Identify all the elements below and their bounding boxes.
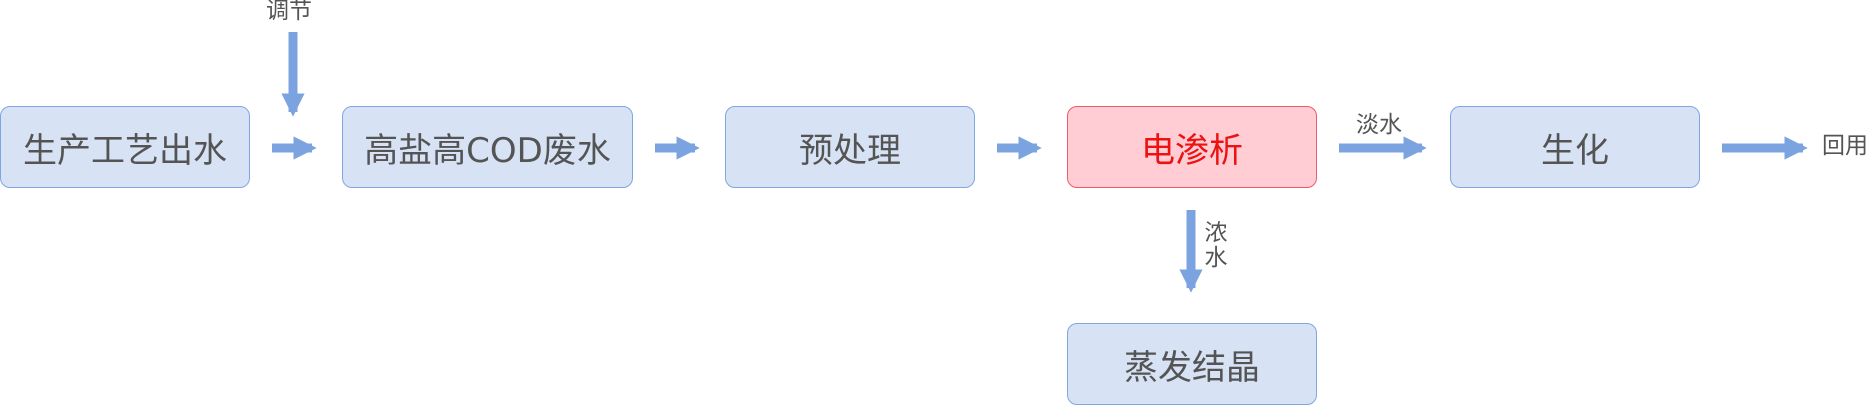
- node-high-salt-cod-wastewater: 高盐高COD废水: [342, 106, 633, 188]
- node-pretreatment: 预处理: [725, 106, 975, 188]
- label-adjust: 调节: [266, 0, 312, 24]
- node-evaporation-crystallization: 蒸发结晶: [1067, 323, 1317, 405]
- node-electrodialysis: 电渗析: [1067, 106, 1317, 188]
- label-reuse: 回用: [1822, 133, 1868, 159]
- label-fresh-water: 淡水: [1356, 112, 1402, 138]
- node-source-water: 生产工艺出水: [0, 106, 250, 188]
- node-biochem: 生化: [1450, 106, 1700, 188]
- label-concentrate: 浓水: [1204, 220, 1228, 271]
